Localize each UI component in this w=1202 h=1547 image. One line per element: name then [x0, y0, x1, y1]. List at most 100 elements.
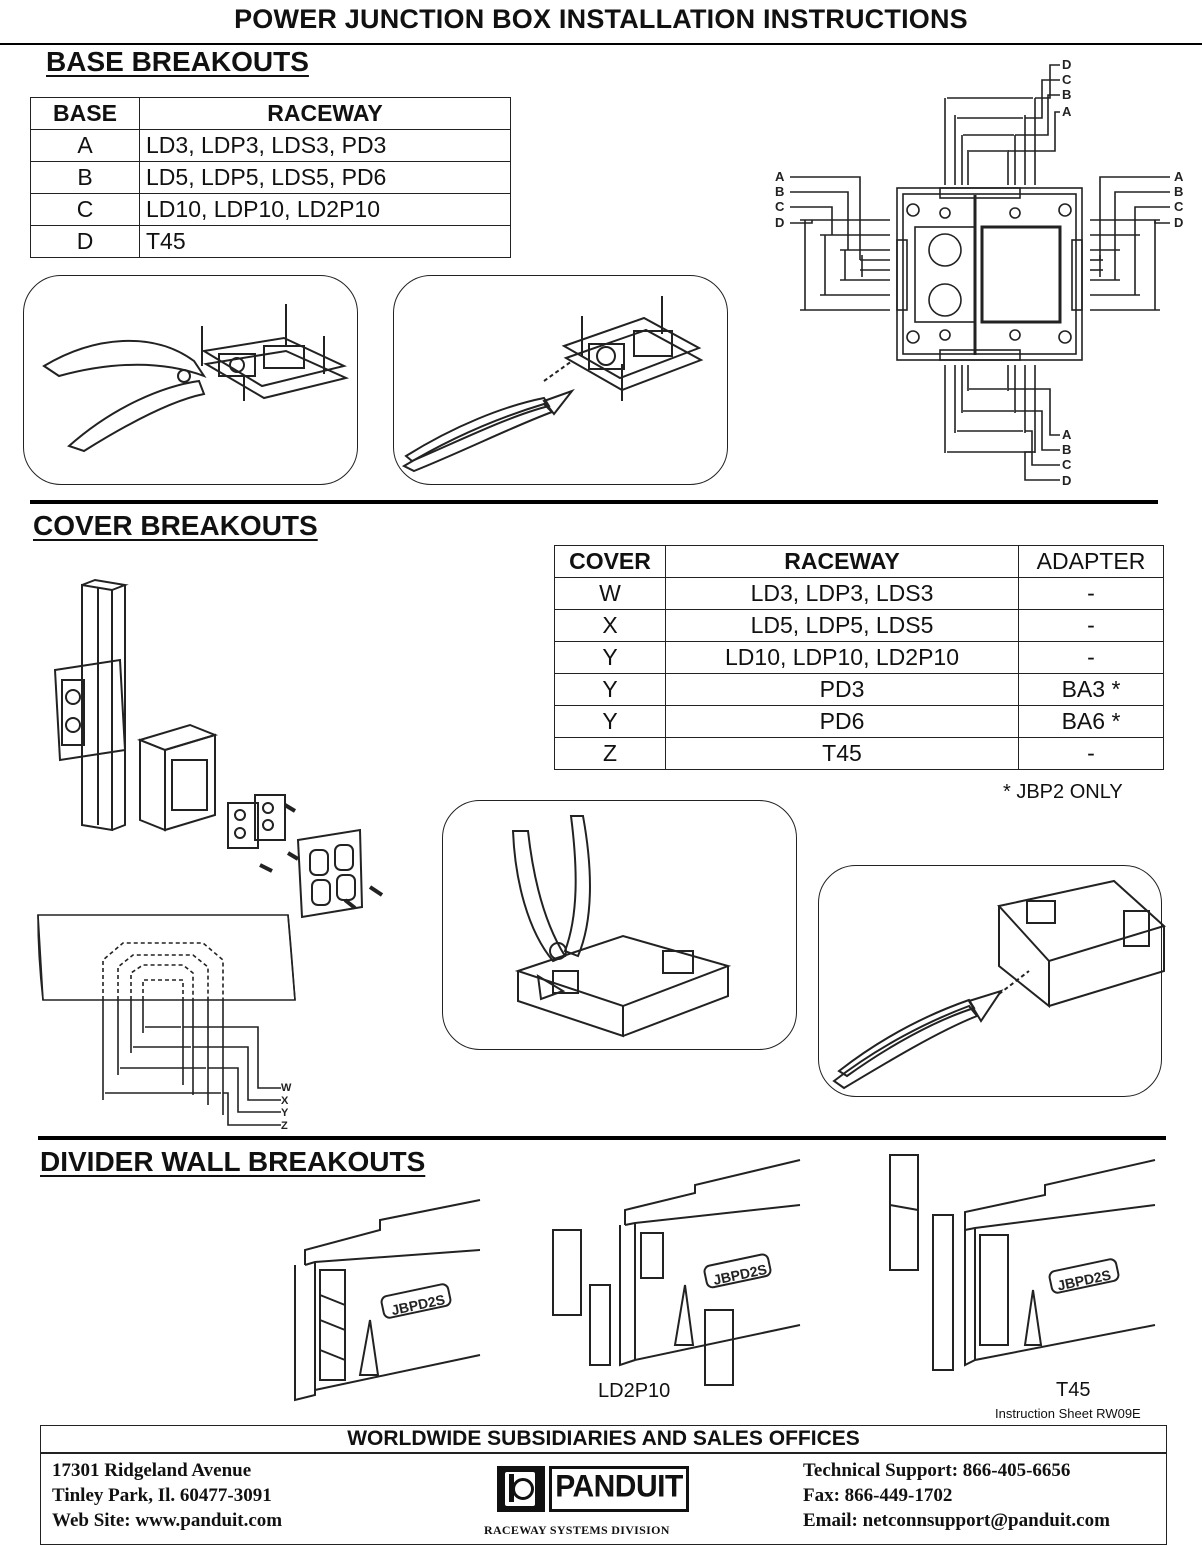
table-row: B LD5, LDP5, LDS5, PD6 [30, 161, 511, 194]
table-cell: Z [554, 737, 666, 770]
base-breakout-illustration-2 [393, 275, 728, 485]
cover-breakouts-heading: COVER BREAKOUTS [33, 510, 318, 541]
table-cell: PD6 [665, 705, 1019, 738]
panduit-logo-mark-icon [497, 1466, 545, 1512]
table-row: Y LD10, LDP10, LD2P10 - [554, 641, 1164, 674]
dim-letter-b: B [1062, 442, 1071, 457]
table-cell: - [1018, 641, 1164, 674]
dim-letter-a: A [1062, 427, 1072, 442]
table-cell: PD3 [665, 673, 1019, 706]
divider-wall-illustration-3: JBPD2S [889, 1154, 1156, 1371]
part-label: JBPD2S [712, 1261, 769, 1288]
dim-letter-c: C [1174, 199, 1184, 214]
cover-dimension-diagram: W X Y Z [37, 914, 296, 1132]
cover-breakout-illustration-2 [818, 865, 1166, 1097]
table-row: A LD3, LDP3, LDS3, PD3 [30, 129, 511, 162]
footer-divider [40, 1452, 1167, 1454]
dim-letter-x: X [281, 1095, 289, 1107]
table-row: Y PD6 BA6 * [554, 705, 1164, 738]
column-header: RACEWAY [139, 97, 511, 130]
table-row: Y PD3 BA3 * [554, 673, 1164, 706]
table-cell: Y [554, 673, 666, 706]
footer-heading: WORLDWIDE SUBSIDIARIES AND SALES OFFICES [347, 1427, 860, 1450]
dim-letter-z: Z [281, 1120, 288, 1132]
table-cell: LD3, LDP3, LDS3, PD3 [139, 129, 511, 162]
cover-breakout-illustration-1 [442, 800, 797, 1050]
table-cell: X [554, 609, 666, 642]
dim-letter-b: B [775, 184, 784, 199]
table-cell: D [30, 225, 140, 258]
table-row: X LD5, LDP5, LDS5 - [554, 609, 1164, 642]
dim-letter-d: D [775, 215, 784, 230]
pliers-base-icon [401, 296, 704, 473]
contact-block: Technical Support: 866-405-6656 Fax: 866… [803, 1458, 1110, 1533]
table-cell: C [30, 193, 140, 226]
sheet-id: Instruction Sheet RW09E [995, 1406, 1141, 1421]
section-divider [30, 500, 1158, 504]
dim-letter-a: A [1062, 104, 1072, 119]
column-header: BASE [30, 97, 140, 130]
cover-assembly-illustration [53, 578, 384, 919]
part-label: JBPD2S [1056, 1267, 1113, 1294]
dim-letter-w: W [281, 1082, 292, 1094]
address-line: Tinley Park, Il. 60477-3091 [52, 1485, 272, 1506]
pliers-cover-icon [511, 815, 732, 1038]
dim-letter-y: Y [281, 1107, 289, 1119]
table-cell: B [30, 161, 140, 194]
dim-letter-d: D [1174, 215, 1183, 230]
table-cell: - [1018, 577, 1164, 610]
table-cell: T45 [139, 225, 511, 258]
panduit-logo: PANDUIT [497, 1466, 689, 1512]
dim-letter-b: B [1062, 87, 1071, 102]
base-dimension-diagram: D C B A A B C D A B C D A B C D [775, 57, 1184, 488]
address-line: 17301 Ridgeland Avenue [52, 1460, 252, 1481]
base-breakout-illustration-1 [23, 275, 358, 485]
table-cell: LD5, LDP5, LDS5 [665, 609, 1019, 642]
dim-letter-a: A [775, 169, 785, 184]
website-line: Web Site: www.panduit.com [52, 1510, 283, 1531]
table-cell: Y [554, 705, 666, 738]
column-header: ADAPTER [1018, 545, 1164, 578]
dim-letter-c: C [775, 199, 785, 214]
part-label: JBPD2S [390, 1291, 447, 1318]
dim-letter-d: D [1062, 57, 1071, 72]
title-divider [0, 43, 1202, 45]
column-header: COVER [554, 545, 666, 578]
table-cell: - [1018, 609, 1164, 642]
address-block: 17301 Ridgeland Avenue Tinley Park, Il. … [52, 1458, 282, 1533]
dim-letter-c: C [1062, 457, 1072, 472]
base-breakouts-heading: BASE BREAKOUTS [46, 46, 309, 77]
table-cell: LD10, LDP10, LD2P10 [139, 193, 511, 226]
dim-letter-c: C [1062, 72, 1072, 87]
divider-wall-illustration-2: JBPD2S [552, 1159, 801, 1386]
table-cell: BA6 * [1018, 705, 1164, 738]
table-row: W LD3, LDP3, LDS3 - [554, 577, 1164, 610]
table-row: C LD10, LDP10, LD2P10 [30, 193, 511, 226]
divider-wall-illustration-1: JBPD2S [294, 1199, 481, 1402]
table-cell: A [30, 129, 140, 162]
logo-text: PANDUIT [555, 1469, 683, 1504]
division-name: RACEWAY SYSTEMS DIVISION [484, 1523, 670, 1537]
email-line: Email: netconnsupport@panduit.com [803, 1510, 1110, 1531]
table-row: D T45 [30, 225, 511, 258]
caption-t45: T45 [1056, 1379, 1091, 1401]
cover-footnote: * JBP2 ONLY [1003, 781, 1123, 803]
table-cell: BA3 * [1018, 673, 1164, 706]
dim-letter-a: A [1174, 169, 1184, 184]
base-table: BASE RACEWAY A LD3, LDP3, LDS3, PD3 B LD… [30, 97, 511, 258]
table-cell: W [554, 577, 666, 610]
support-line: Technical Support: 866-405-6656 [803, 1460, 1071, 1481]
dim-letter-d: D [1062, 473, 1071, 488]
table-cell: Y [554, 641, 666, 674]
dim-letter-b: B [1174, 184, 1183, 199]
page-title: POWER JUNCTION BOX INSTALLATION INSTRUCT… [234, 4, 968, 34]
divider-wall-breakouts-heading: DIVIDER WALL BREAKOUTS [40, 1146, 426, 1177]
table-cell: LD10, LDP10, LD2P10 [665, 641, 1019, 674]
table-header-row: BASE RACEWAY [30, 97, 511, 130]
table-row: Z T45 - [554, 737, 1164, 770]
fax-line: Fax: 866-449-1702 [803, 1485, 953, 1506]
table-header-row: COVER RACEWAY ADAPTER [554, 545, 1164, 578]
footer-box [40, 1425, 1167, 1545]
column-header: RACEWAY [665, 545, 1019, 578]
table-cell: LD3, LDP3, LDS3 [665, 577, 1019, 610]
